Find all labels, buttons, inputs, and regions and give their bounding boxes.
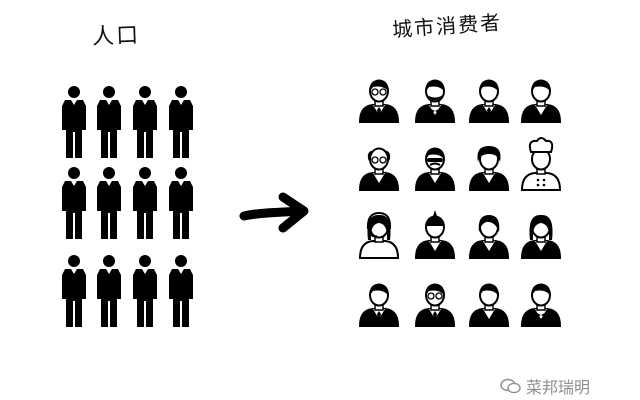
consumer-bald-glasses-icon — [358, 147, 400, 191]
watermark-text: 菜邦瑞明 — [526, 378, 591, 397]
consumer-mohawk-icon — [414, 210, 456, 259]
person-icon — [133, 255, 157, 327]
person-icon — [133, 86, 157, 158]
consumer-chef-hat-icon — [520, 137, 562, 191]
consumer-suit-hair-icon — [520, 79, 562, 123]
consumer-headset-female-icon — [358, 211, 400, 259]
consumer-vest-icon — [520, 283, 562, 327]
consumer-bob-hair-icon — [468, 215, 510, 259]
person-icon — [62, 167, 86, 239]
consumer-sunglasses-mustache-icon — [414, 147, 456, 191]
person-icon — [97, 86, 121, 158]
consumer-curly-hair-icon — [468, 146, 510, 191]
consumer-beard-vest-icon — [414, 79, 456, 123]
person-icon — [169, 86, 193, 158]
consumer-long-hair-female-icon — [520, 214, 562, 259]
person-icon — [133, 167, 157, 239]
person-icon — [62, 255, 86, 327]
person-icon — [97, 255, 121, 327]
consumer-collar-icon — [468, 283, 510, 327]
wechat-icon — [500, 378, 521, 394]
person-icon — [97, 167, 121, 239]
consumer-glasses-tie-icon — [414, 283, 456, 327]
consumer-tie-hair-icon — [468, 79, 510, 123]
person-icon — [169, 255, 193, 327]
person-icon — [169, 167, 193, 239]
consumer-hair-tie-icon — [358, 283, 400, 327]
person-icon — [62, 86, 86, 158]
watermark: 菜邦瑞明 — [500, 374, 590, 398]
consumer-glasses-tie-icon — [358, 79, 400, 123]
